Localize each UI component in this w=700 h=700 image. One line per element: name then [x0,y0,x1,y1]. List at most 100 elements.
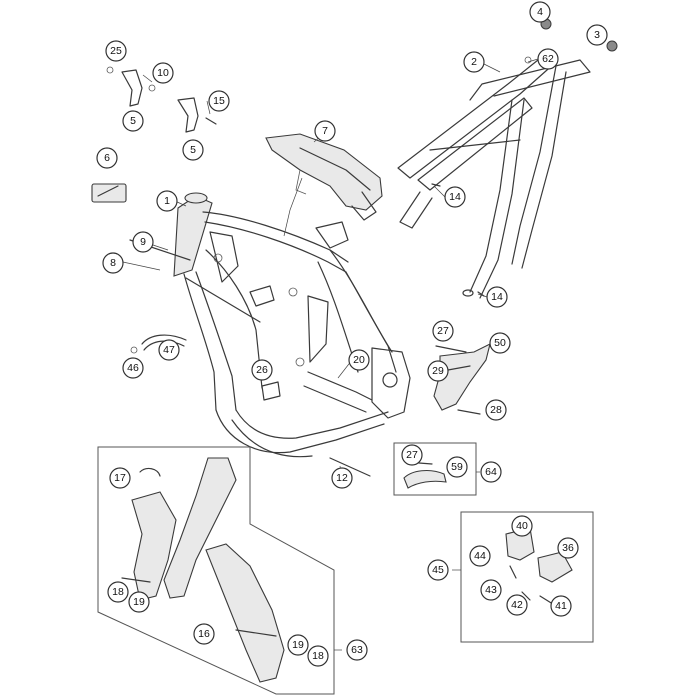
callout-9: 9 [132,231,154,253]
callout-circle [331,467,353,489]
callout-number: 27 [406,449,418,461]
callout-number: 62 [542,53,554,65]
callout-number: 59 [451,461,463,473]
callout-7: 7 [314,120,336,142]
callout-number: 44 [474,550,486,562]
callout-12: 12 [331,467,353,489]
callout-18: 18 [107,581,129,603]
callout-number: 19 [292,639,304,651]
callout-circle [432,320,454,342]
callout-circle [314,120,336,142]
callout-number: 50 [494,337,506,349]
callout-16: 16 [193,623,215,645]
callout-number: 29 [432,365,444,377]
group-box-64 [393,442,480,496]
callout-circle [489,332,511,354]
callout-18: 18 [307,645,329,667]
callout-28: 28 [485,399,507,421]
callout-5: 5 [182,139,204,161]
callout-circle [122,110,144,132]
callout-number: 42 [511,599,523,611]
callout-number: 12 [336,472,348,484]
callout-number: 25 [110,45,122,57]
callout-10: 10 [152,62,174,84]
callout-45: 45 [427,559,449,581]
callout-number: 3 [594,29,600,41]
bracket-part-7 [265,133,383,237]
callout-number: 1 [164,195,170,207]
callout-circle [96,147,118,169]
callout-circle [182,139,204,161]
callout-circle [444,186,466,208]
callout-62: 62 [537,48,559,70]
callout-number: 5 [130,115,136,127]
callout-47: 47 [158,339,180,361]
callout-circle [208,90,230,112]
callout-circle [401,444,423,466]
callout-number: 63 [351,644,363,656]
callout-8: 8 [102,252,124,274]
callout-circle [511,515,533,537]
callout-number: 47 [163,344,175,356]
callout-14: 14 [486,286,508,308]
callout-19: 19 [128,591,150,613]
callout-3: 3 [586,24,608,46]
callout-circle [107,581,129,603]
callout-circle [463,51,485,73]
callout-41: 41 [550,595,572,617]
callout-number: 19 [133,596,145,608]
callout-number: 8 [110,257,116,269]
callout-number: 4 [537,6,543,18]
callout-circle [427,559,449,581]
callout-59: 59 [446,456,468,478]
callout-19: 19 [287,634,309,656]
callout-number: 20 [353,354,365,366]
callout-circle [102,252,124,274]
callout-circle [480,461,502,483]
callout-circle [156,190,178,212]
callout-circle [529,1,551,23]
callout-circle [446,456,468,478]
group-box-45 [452,511,594,643]
callout-14: 14 [444,186,466,208]
callout-number: 9 [140,236,146,248]
callout-circle [485,399,507,421]
callout-circle [506,594,528,616]
callout-number: 18 [312,650,324,662]
callout-50: 50 [489,332,511,354]
callout-2: 2 [463,51,485,73]
callout-1: 1 [156,190,178,212]
callout-63: 63 [346,639,368,661]
callout-42: 42 [506,594,528,616]
callout-number: 15 [213,95,225,107]
callout-circle [557,537,579,559]
callout-circle [158,339,180,361]
callout-circle [128,591,150,613]
callout-number: 40 [516,520,528,532]
callout-5: 5 [122,110,144,132]
callout-number: 43 [485,584,497,596]
callout-number: 27 [437,325,449,337]
callout-number: 36 [562,542,574,554]
callout-circle [287,634,309,656]
callout-circle [486,286,508,308]
callout-circle [109,467,131,489]
callout-number: 2 [471,56,477,68]
callout-40: 40 [511,515,533,537]
callout-number: 41 [555,600,567,612]
callout-number: 46 [127,362,139,374]
main-frame [173,192,411,458]
callout-26: 26 [251,359,273,381]
callout-number: 5 [190,144,196,156]
callout-number: 10 [157,67,169,79]
callout-36: 36 [557,537,579,559]
callout-circle [105,40,127,62]
callout-25: 25 [105,40,127,62]
callout-circle [346,639,368,661]
callout-27: 27 [401,444,423,466]
callout-circle [307,645,329,667]
callout-circle [193,623,215,645]
callout-44: 44 [469,545,491,567]
callout-17: 17 [109,467,131,489]
